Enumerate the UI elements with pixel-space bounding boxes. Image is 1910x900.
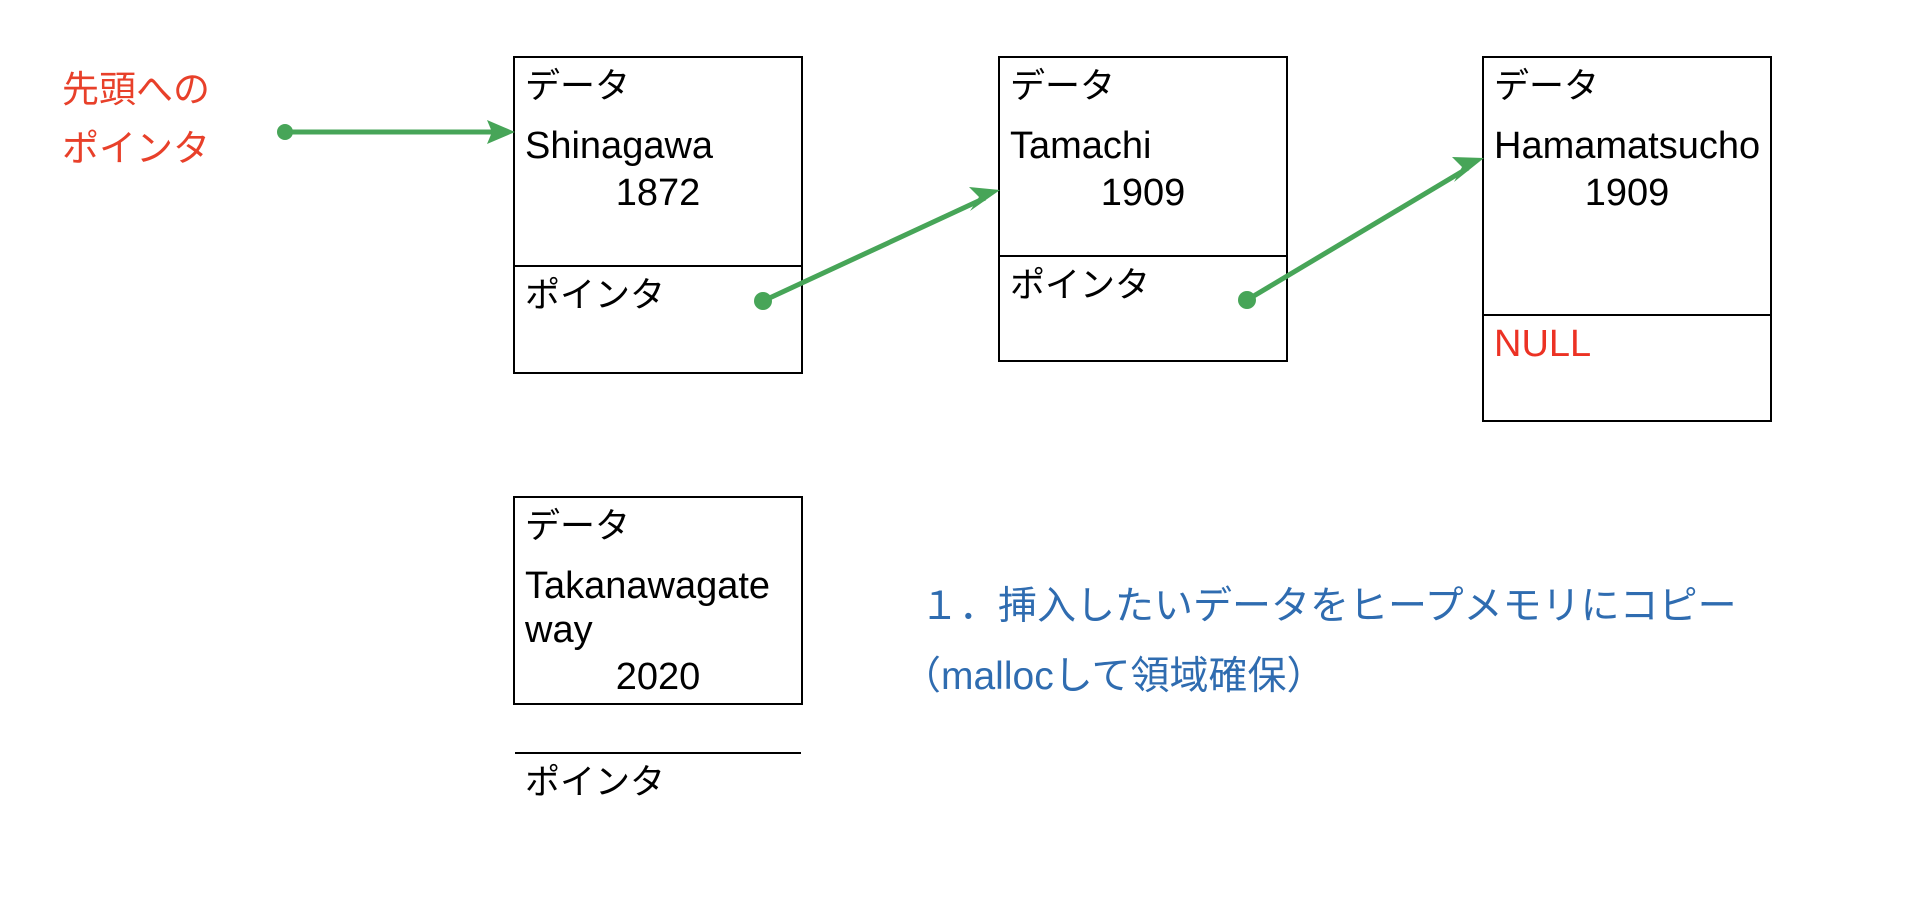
node-shinagawa-pointer-cell[interactable]: ポインタ: [515, 267, 801, 329]
node-hamamatsucho-data-label: データ: [1494, 67, 1600, 106]
node-takanawagateway-data-cell: データ Takanawagateway 2020: [515, 498, 801, 754]
node-tamachi-year: 1909: [1100, 172, 1186, 214]
node-tamachi-pointer-label: ポインタ: [1010, 266, 1151, 305]
node-shinagawa-data-cell: データ Shinagawa 1872: [515, 58, 801, 267]
node-hamamatsucho[interactable]: データ Hamamatsucho 1909 NULL: [1482, 56, 1772, 422]
node-tamachi-value: Tamachi: [1010, 125, 1152, 167]
head-pointer-label: 先頭への ポインタ: [62, 60, 210, 178]
node-tamachi-data-label: データ: [1010, 67, 1116, 106]
arrow-head-to-node1: [277, 120, 515, 144]
node-shinagawa-data-label: データ: [525, 67, 631, 106]
node-tamachi-data-cell: データ Tamachi 1909: [1000, 58, 1286, 257]
node-takanawagateway-pointer-cell[interactable]: ポインタ: [515, 754, 801, 816]
node-shinagawa-pointer-label: ポインタ: [525, 276, 666, 315]
node-takanawagateway-pointer-label: ポインタ: [525, 763, 666, 802]
node-shinagawa[interactable]: データ Shinagawa 1872 ポインタ: [513, 56, 803, 374]
node-hamamatsucho-pointer-cell[interactable]: NULL: [1484, 316, 1770, 376]
note-step-1-detail: （mallocして領域確保）: [902, 655, 1326, 698]
node-hamamatsucho-value: Hamamatsucho: [1494, 125, 1761, 167]
node-takanawagateway[interactable]: データ Takanawagateway 2020 ポインタ: [513, 496, 803, 802]
head-pointer-label-line2: ポインタ: [62, 128, 210, 169]
note-step-1: １．挿入したいデータをヒープメモリにコピー: [920, 585, 1737, 628]
node-hamamatsucho-year: 1909: [1584, 172, 1670, 214]
node-takanawagateway-year: 2020: [615, 656, 701, 698]
node-hamamatsucho-null-label: NULL: [1494, 323, 1592, 365]
node-shinagawa-value: Shinagawa: [525, 125, 714, 167]
node-tamachi[interactable]: データ Tamachi 1909 ポインタ: [998, 56, 1288, 362]
head-pointer-label-line1: 先頭への: [62, 69, 210, 110]
node-hamamatsucho-data-cell: データ Hamamatsucho 1909: [1484, 58, 1770, 316]
node-tamachi-pointer-cell[interactable]: ポインタ: [1000, 257, 1286, 319]
node-takanawagateway-value: Takanawagateway: [525, 565, 771, 651]
node-takanawagateway-data-label: データ: [525, 507, 631, 546]
node-shinagawa-year: 1872: [615, 172, 701, 214]
